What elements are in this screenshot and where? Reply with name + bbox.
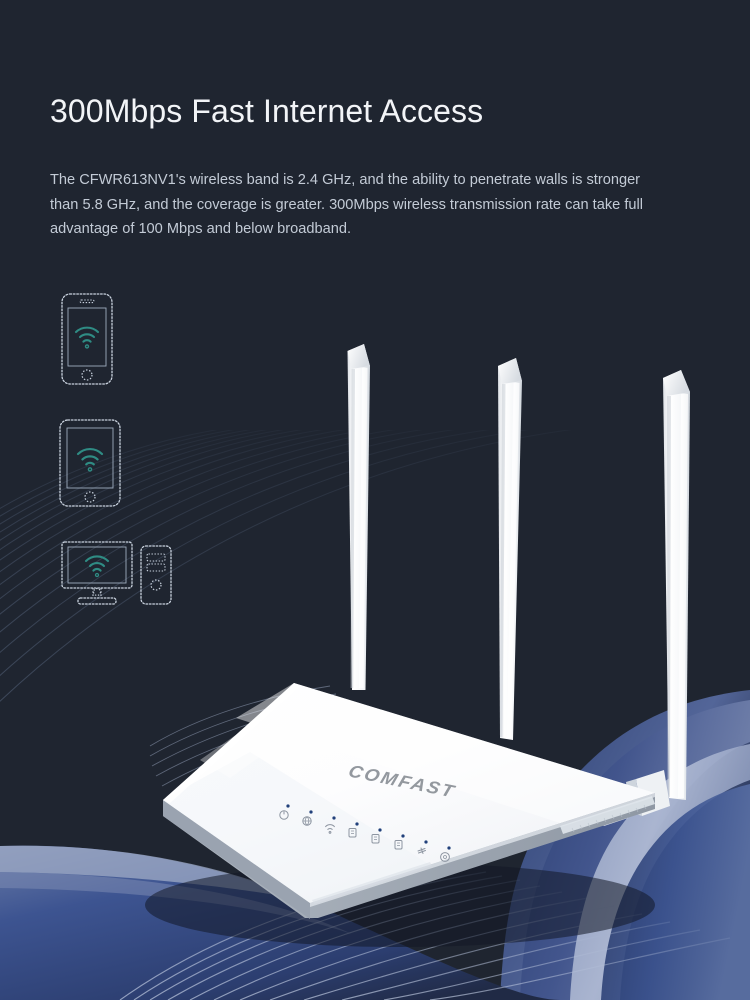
wifi-icon	[84, 555, 110, 578]
power-led	[279, 804, 290, 820]
lan2-led	[371, 828, 382, 844]
wifi-icon	[76, 447, 104, 472]
wifi-icon	[74, 326, 100, 349]
antenna-left	[347, 344, 370, 690]
antenna-right	[663, 370, 690, 800]
tablet-icon	[59, 419, 121, 507]
sys-led	[440, 846, 451, 862]
page-description: The CFWR613NV1's wireless band is 2.4 GH…	[50, 172, 643, 237]
page-title: 300Mbps Fast Internet Access	[50, 93, 484, 129]
wps-led	[417, 840, 428, 854]
wan-led	[302, 810, 313, 826]
lan3-led	[394, 834, 405, 850]
smartphone-icon	[61, 293, 113, 385]
desktop-computer-icon	[61, 541, 172, 605]
lan1-led	[348, 822, 359, 838]
wlan-led	[325, 816, 336, 834]
antenna-center	[498, 358, 522, 740]
led-indicator-row	[279, 804, 451, 862]
